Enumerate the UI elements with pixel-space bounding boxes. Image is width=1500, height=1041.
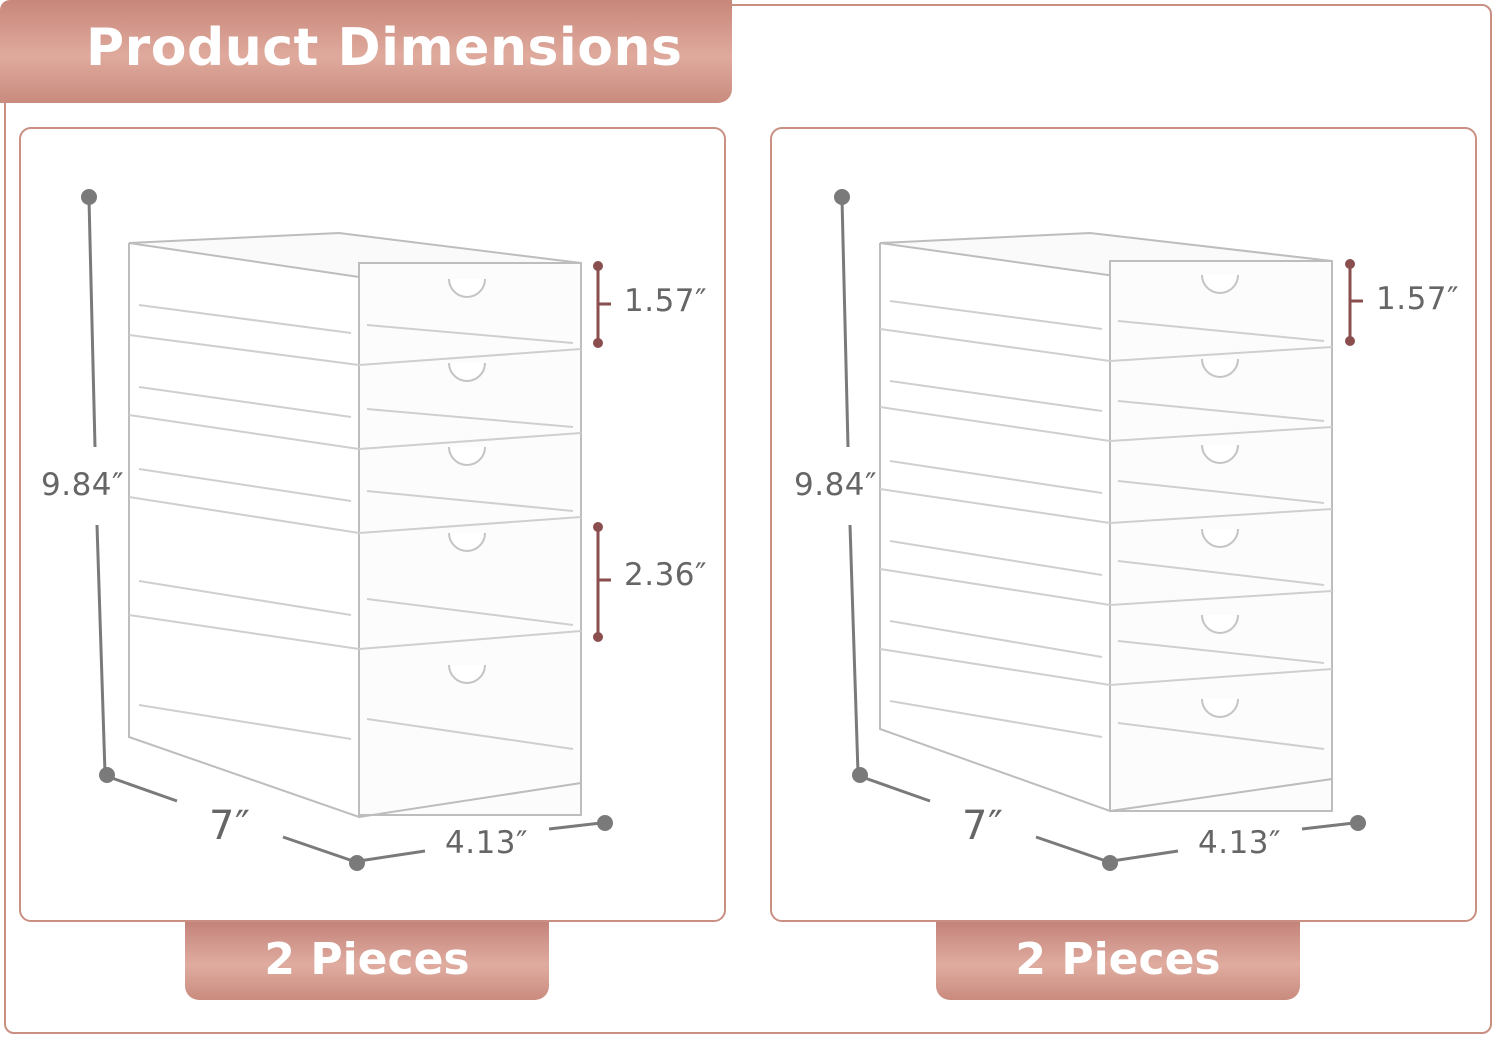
- height-bottom-dot: [852, 767, 868, 783]
- drawer-lines: [128, 304, 582, 750]
- bracket-dot: [593, 338, 603, 348]
- bracket-dot: [593, 261, 603, 271]
- depth-label: 4.13″: [1198, 825, 1282, 861]
- depth-end-dot: [597, 815, 613, 831]
- drawer-brackets: [596, 266, 611, 637]
- base-dimension-lines: [861, 775, 1355, 863]
- pieces-label: 2 Pieces: [1015, 934, 1221, 985]
- panel-six-drawer: 9.84″ 7″ 4.13″ 1.57″: [770, 127, 1477, 922]
- width-end-dot: [349, 855, 365, 871]
- pieces-badge-left: 2 Pieces: [185, 922, 549, 1000]
- small-drawer-height-label: 1.57″: [624, 283, 708, 319]
- width-label: 7″: [962, 803, 1004, 849]
- drawer-lines: [879, 300, 1333, 750]
- drawer-brackets: [1348, 264, 1363, 341]
- pieces-label: 2 Pieces: [264, 934, 470, 985]
- bracket-dot: [1345, 259, 1355, 269]
- height-top-dot: [81, 189, 97, 205]
- width-label: 7″: [209, 803, 251, 849]
- depth-end-dot: [1350, 815, 1366, 831]
- height-bottom-dot: [99, 767, 115, 783]
- drawer-pulls: [1201, 274, 1239, 718]
- depth-label: 4.13″: [445, 825, 529, 861]
- height-dimension-line: [840, 198, 860, 774]
- large-drawer-height-label: 2.36″: [624, 557, 708, 593]
- height-dimension-line: [87, 198, 107, 774]
- outer-frame: [4, 4, 1492, 1034]
- organizer-illustration-six-drawer: [834, 189, 1366, 871]
- title-banner: Product Dimensions: [0, 0, 732, 103]
- organizer-illustration-five-drawer: [81, 189, 613, 871]
- base-dimension-lines: [108, 775, 602, 863]
- height-top-dot: [834, 189, 850, 205]
- height-label: 9.84″: [41, 467, 125, 503]
- height-label: 9.84″: [794, 467, 878, 503]
- bracket-dot: [593, 632, 603, 642]
- drawer-pulls: [448, 278, 486, 684]
- pieces-badge-right: 2 Pieces: [936, 922, 1300, 1000]
- page-title: Product Dimensions: [86, 18, 683, 78]
- width-end-dot: [1102, 855, 1118, 871]
- bracket-dot: [593, 522, 603, 532]
- bracket-dot: [1345, 336, 1355, 346]
- panel-five-drawer: 9.84″ 7″ 4.13″ 1.57″ 2.36″: [19, 127, 726, 922]
- small-drawer-height-label: 1.57″: [1376, 281, 1460, 317]
